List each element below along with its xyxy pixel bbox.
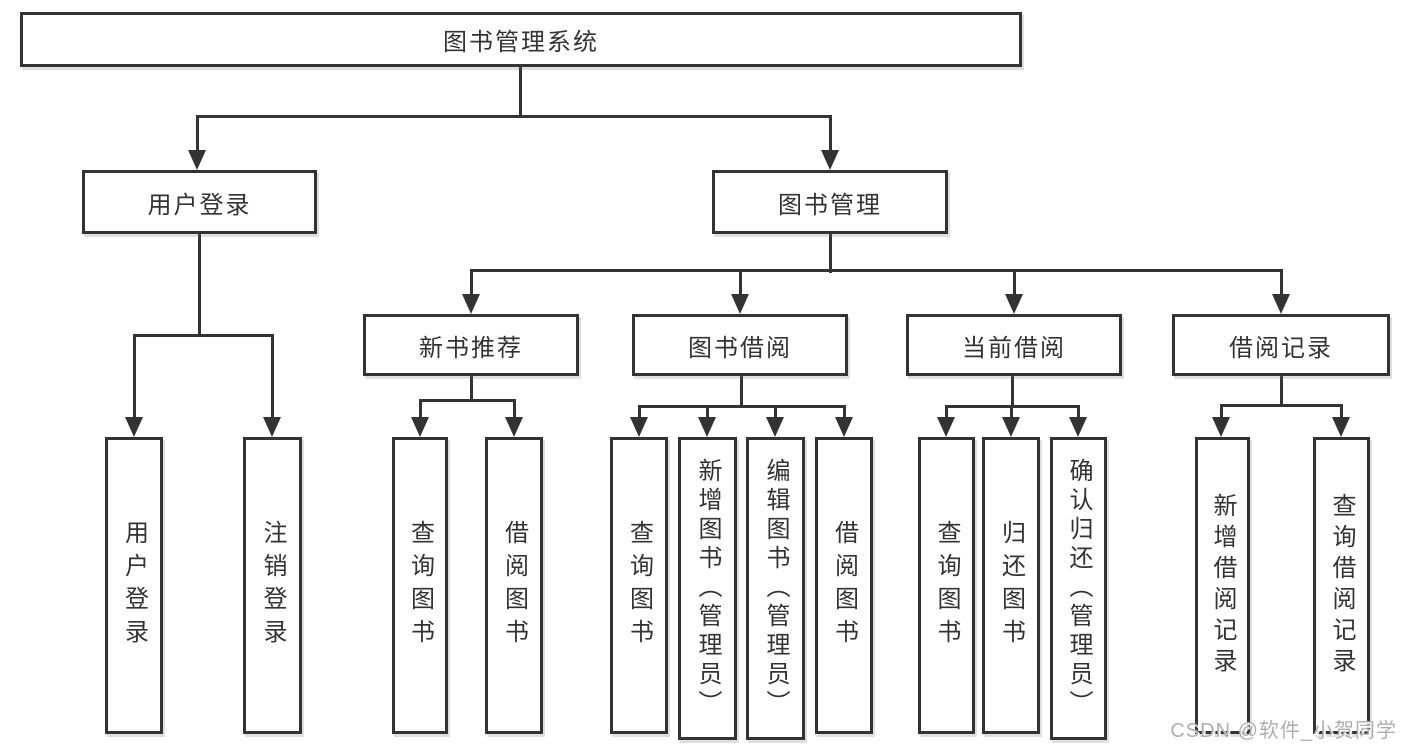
node-book-management: 图书管理: [712, 170, 948, 234]
leaf-label: 编辑图书（管理员）: [762, 458, 789, 719]
connector-vline: [198, 234, 201, 337]
node-label: 借阅记录: [1229, 334, 1333, 362]
leaf-confirm-return-admin: 确认归还（管理员）: [1050, 437, 1107, 740]
leaf-add-borrow-record: 新增借阅记录: [1195, 437, 1250, 734]
leaf-label: 注销登录: [259, 519, 286, 652]
leaf-return-books: 归还图书: [982, 437, 1040, 734]
arrow-down-icon: [411, 417, 429, 437]
node-label: 用户登录: [147, 191, 252, 219]
leaf-label: 新增借阅记录: [1209, 492, 1236, 679]
leaf-borrow-books-recommend: 借阅图书: [485, 437, 543, 734]
leaf-label: 归还图书: [997, 519, 1025, 652]
leaf-query-borrow-record: 查询借阅记录: [1313, 437, 1370, 734]
connector-vline: [829, 234, 832, 273]
connector-arrow-stub: [1013, 270, 1016, 296]
node-borrowing-records: 借阅记录: [1172, 314, 1390, 376]
leaf-query-books-current: 查询图书: [918, 437, 975, 734]
connector-vline: [1011, 376, 1014, 408]
node-label: 当前借阅: [962, 334, 1066, 362]
arrow-down-icon: [462, 294, 480, 314]
connector-arrow-stub: [1340, 405, 1343, 419]
connector-arrow-stub: [945, 406, 948, 419]
arrow-down-icon: [937, 417, 955, 437]
connector-arrow-stub: [133, 335, 136, 419]
arrow-down-icon: [1212, 417, 1230, 437]
arrow-down-icon: [125, 417, 143, 437]
arrow-down-icon: [1332, 417, 1350, 437]
connector-arrow-stub: [706, 406, 709, 419]
connector-arrow-stub: [739, 270, 742, 296]
connector-hline: [638, 405, 846, 408]
connector-arrow-stub: [419, 400, 422, 419]
arrow-down-icon: [1272, 294, 1290, 314]
leaf-query-books-recommend: 查询图书: [392, 437, 448, 734]
node-label: 图书借阅: [688, 334, 792, 362]
connector-hline: [1220, 404, 1343, 407]
watermark: CSDN @软件_小贺同学: [1170, 720, 1397, 742]
leaf-label: 新增图书（管理员）: [694, 458, 721, 719]
connector-arrow-stub: [1280, 270, 1283, 296]
leaf-query-books-borrowing: 查询图书: [610, 437, 668, 734]
arrow-down-icon: [1069, 417, 1087, 437]
arrow-down-icon: [766, 417, 784, 437]
connector-arrow-stub: [1220, 405, 1223, 419]
leaf-label: 借阅图书: [830, 519, 858, 652]
arrow-down-icon: [821, 150, 839, 170]
connector-arrow-stub: [513, 400, 516, 419]
leaf-logout: 注销登录: [243, 437, 302, 734]
connector-arrow-stub: [1077, 406, 1080, 419]
connector-vline: [1280, 376, 1283, 407]
arrow-down-icon: [835, 417, 853, 437]
leaf-label: 查询图书: [625, 519, 653, 652]
connector-arrow-stub: [271, 335, 274, 419]
node-label: 图书管理: [778, 191, 882, 219]
leaf-edit-books-admin: 编辑图书（管理员）: [746, 437, 805, 740]
connector-vline: [519, 67, 522, 118]
arrow-down-icon: [1002, 417, 1020, 437]
arrow-down-icon: [188, 150, 206, 170]
arrow-down-icon: [630, 417, 648, 437]
leaf-label: 查询图书: [933, 519, 960, 652]
node-library-management-system: 图书管理系统: [20, 12, 1022, 67]
leaf-borrow-books: 借阅图书: [815, 437, 873, 734]
node-current-borrowing: 当前借阅: [906, 314, 1122, 376]
connector-arrow-stub: [470, 270, 473, 296]
connector-hline: [196, 115, 832, 118]
leaf-add-books-admin: 新增图书（管理员）: [678, 437, 737, 740]
node-label: 图书管理系统: [443, 29, 599, 56]
leaf-label: 查询借阅记录: [1328, 492, 1355, 679]
node-book-borrowing: 图书借阅: [632, 314, 848, 376]
arrow-down-icon: [698, 417, 716, 437]
connector-hline: [470, 269, 1283, 272]
leaf-label: 借阅图书: [500, 519, 528, 652]
connector-vline: [740, 376, 743, 408]
connector-vline: [470, 376, 473, 402]
connector-arrow-stub: [638, 406, 641, 419]
connector-arrow-stub: [1010, 406, 1013, 419]
node-new-book-recommend: 新书推荐: [363, 314, 579, 376]
connector-arrow-stub: [843, 406, 846, 419]
leaf-label: 查询图书: [406, 519, 434, 652]
connector-hline: [419, 399, 516, 402]
arrow-down-icon: [731, 294, 749, 314]
connector-arrow-stub: [774, 406, 777, 419]
connector-arrow-stub: [196, 116, 199, 152]
arrow-down-icon: [263, 417, 281, 437]
connector-hline: [133, 334, 274, 337]
leaf-label: 用户登录: [120, 519, 148, 652]
arrow-down-icon: [1005, 294, 1023, 314]
leaf-label: 确认归还（管理员）: [1065, 458, 1092, 719]
node-user-login: 用户登录: [82, 170, 317, 234]
leaf-user-login: 用户登录: [105, 437, 163, 734]
node-label: 新书推荐: [419, 334, 523, 362]
connector-arrow-stub: [829, 116, 832, 152]
arrow-down-icon: [505, 417, 523, 437]
